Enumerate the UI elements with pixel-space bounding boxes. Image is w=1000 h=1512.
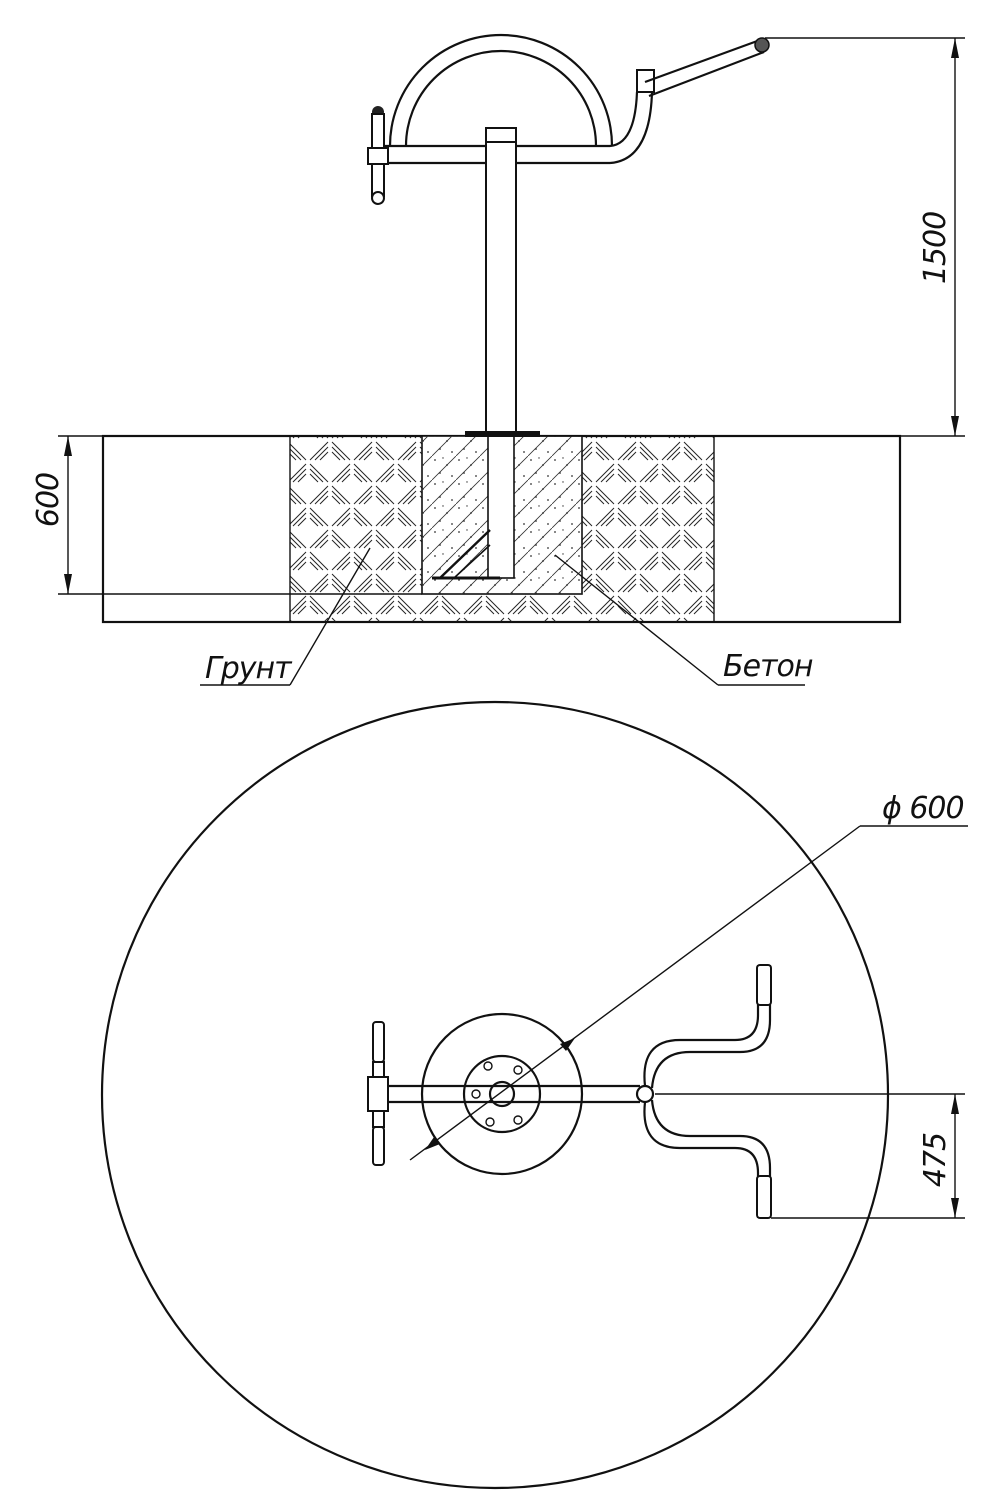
anchor [432,435,515,580]
soil-leader: Грунт [200,547,371,686]
base-plate [462,1054,542,1134]
handle-span-dimension-label: 475 [918,1133,953,1187]
base-flange [465,431,540,437]
horizontal-arm [382,144,610,165]
diameter-dimension: ϕ 600 [409,791,968,1161]
lever-handle [644,37,770,98]
curved-arm [609,69,655,165]
left-grip [367,106,389,205]
concrete-label: Бетон [723,649,813,684]
main-post [485,127,517,433]
concrete-leader: Бетон [554,554,814,686]
plan-view: ϕ 600 475 [100,700,968,1490]
height-dimension-label: 1500 [918,212,953,284]
height-dimension: 1500 [540,37,965,437]
safety-zone-circle [100,700,890,1490]
depth-dimension-label: 600 [31,473,66,527]
handle-span-dimension: 475 [655,1093,965,1219]
plan-left-grip [367,1021,389,1166]
plan-handlebars [643,964,772,1219]
semicircle-hoop [388,33,614,147]
foundation-disc [420,1012,584,1176]
side-view: 1500 600 Грунт Бетон [31,33,965,686]
depth-dimension: 600 [31,435,422,595]
diameter-dimension-label: ϕ 600 [882,791,964,826]
soil-label: Грунт [205,651,293,686]
